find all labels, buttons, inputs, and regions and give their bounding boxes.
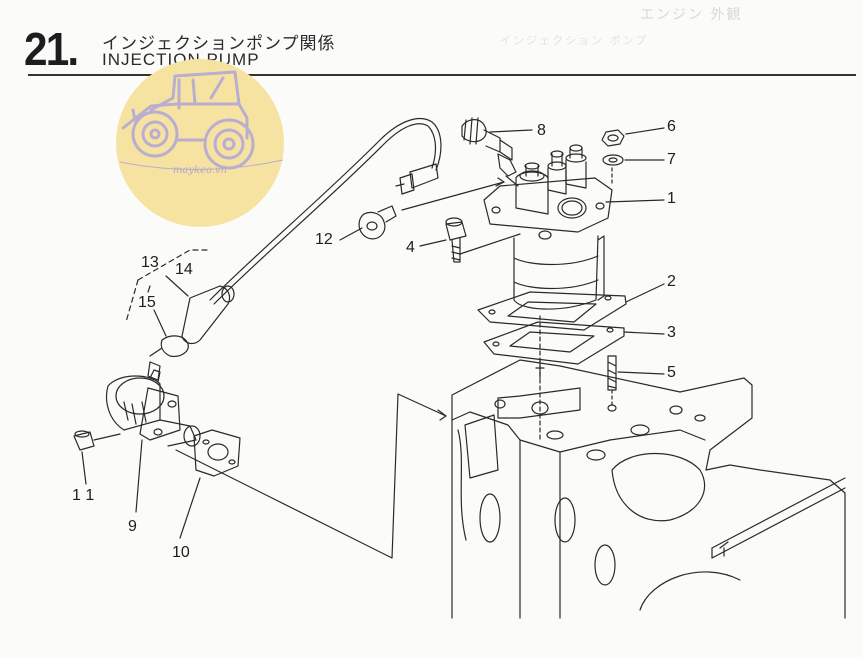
pump-gaskets: [477, 291, 627, 441]
leader-lines: [81, 127, 665, 539]
part-label-12: 12: [315, 231, 333, 248]
fuel-fitting: [461, 117, 519, 187]
tractor-icon: [116, 59, 284, 227]
part-label-2: 2: [667, 273, 676, 290]
bolt: [445, 217, 467, 263]
fuel-pipe-and-banjo: [209, 118, 505, 305]
watermark-text: maykeo.vn: [172, 165, 228, 176]
watermark-logo: maykeo.vn: [115, 58, 285, 228]
part-label-13: 13: [141, 254, 159, 271]
part-label-7: 7: [667, 151, 676, 168]
assembly-leader-line: [175, 393, 447, 559]
part-label-10: 10: [172, 544, 190, 561]
wiring-bracket-outline: [125, 249, 211, 323]
page-header: エンジン 外観 インジェクション ポンプ 21. インジェクションポンプ関係 I…: [0, 0, 863, 80]
part-label-9: 9: [128, 518, 137, 535]
section-title-japanese: インジェクションポンプ関係: [102, 34, 336, 54]
part-label-5: 5: [667, 364, 676, 381]
header-rule: [28, 74, 856, 76]
section-number: 21.: [24, 23, 79, 75]
part-label-15: 15: [138, 294, 156, 311]
bleed-through-text-2: インジェクション ポンプ: [500, 34, 649, 47]
injection-pump-body: [483, 144, 613, 310]
part-label-8: 8: [537, 122, 546, 139]
part-label-6: 6: [667, 118, 676, 135]
assembly-arrowhead: [437, 409, 447, 421]
engine-block: [451, 359, 846, 619]
part-label-11: 1 1: [72, 487, 95, 504]
part-label-4: 4: [406, 239, 415, 256]
stop-solenoid-assembly: [73, 285, 241, 477]
part-label-14: 14: [175, 261, 193, 278]
stud-and-nuts: [601, 129, 625, 412]
part-label-1: 1: [667, 190, 676, 207]
part-label-3: 3: [667, 324, 676, 341]
bleed-through-text: エンジン 外観: [640, 7, 743, 23]
